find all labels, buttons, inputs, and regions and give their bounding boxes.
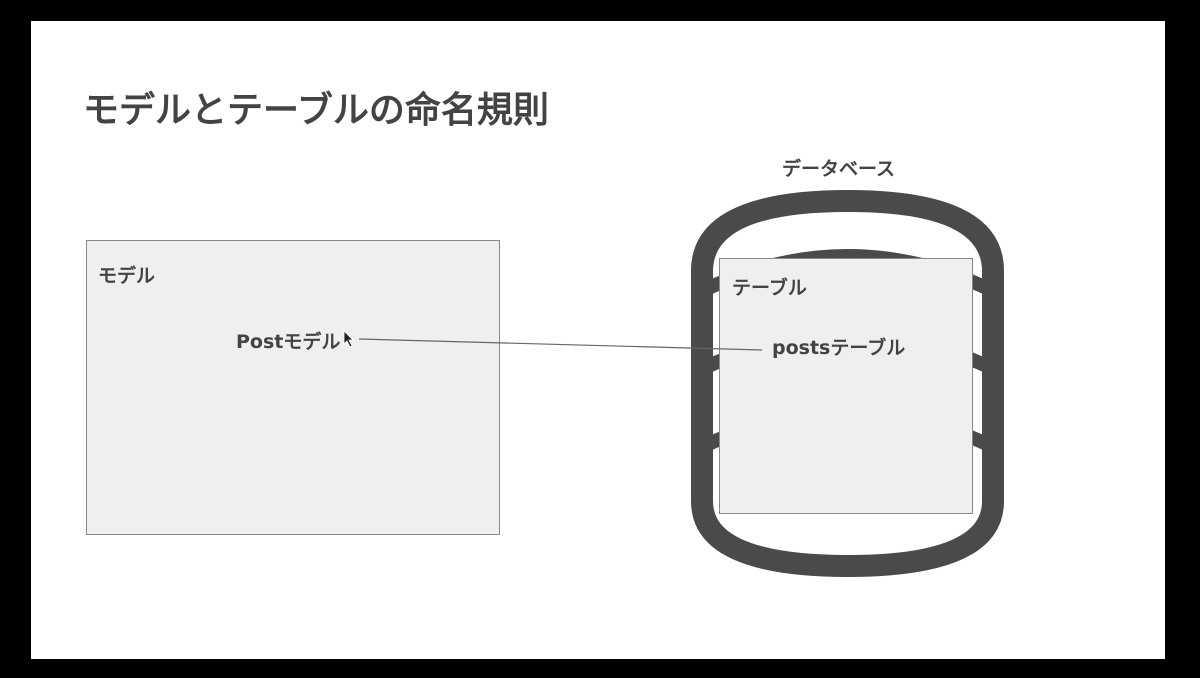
slide-title: モデルとテーブルの命名規則	[83, 90, 549, 131]
database-cylinder-icon	[691, 189, 1004, 578]
mouse-cursor-icon	[343, 330, 354, 348]
table-box: テーブル postsテーブル	[719, 258, 973, 514]
posts-table-label: postsテーブル	[772, 337, 906, 359]
model-box: モデル Postモデル	[86, 240, 500, 535]
table-box-label: テーブル	[732, 277, 807, 299]
database-caption: データベース	[782, 158, 896, 180]
model-box-label: モデル	[98, 265, 156, 287]
post-model-label: Postモデル	[236, 331, 341, 353]
slide: モデルとテーブルの命名規則 モデル Postモデル データベース テーブル po…	[31, 21, 1165, 659]
